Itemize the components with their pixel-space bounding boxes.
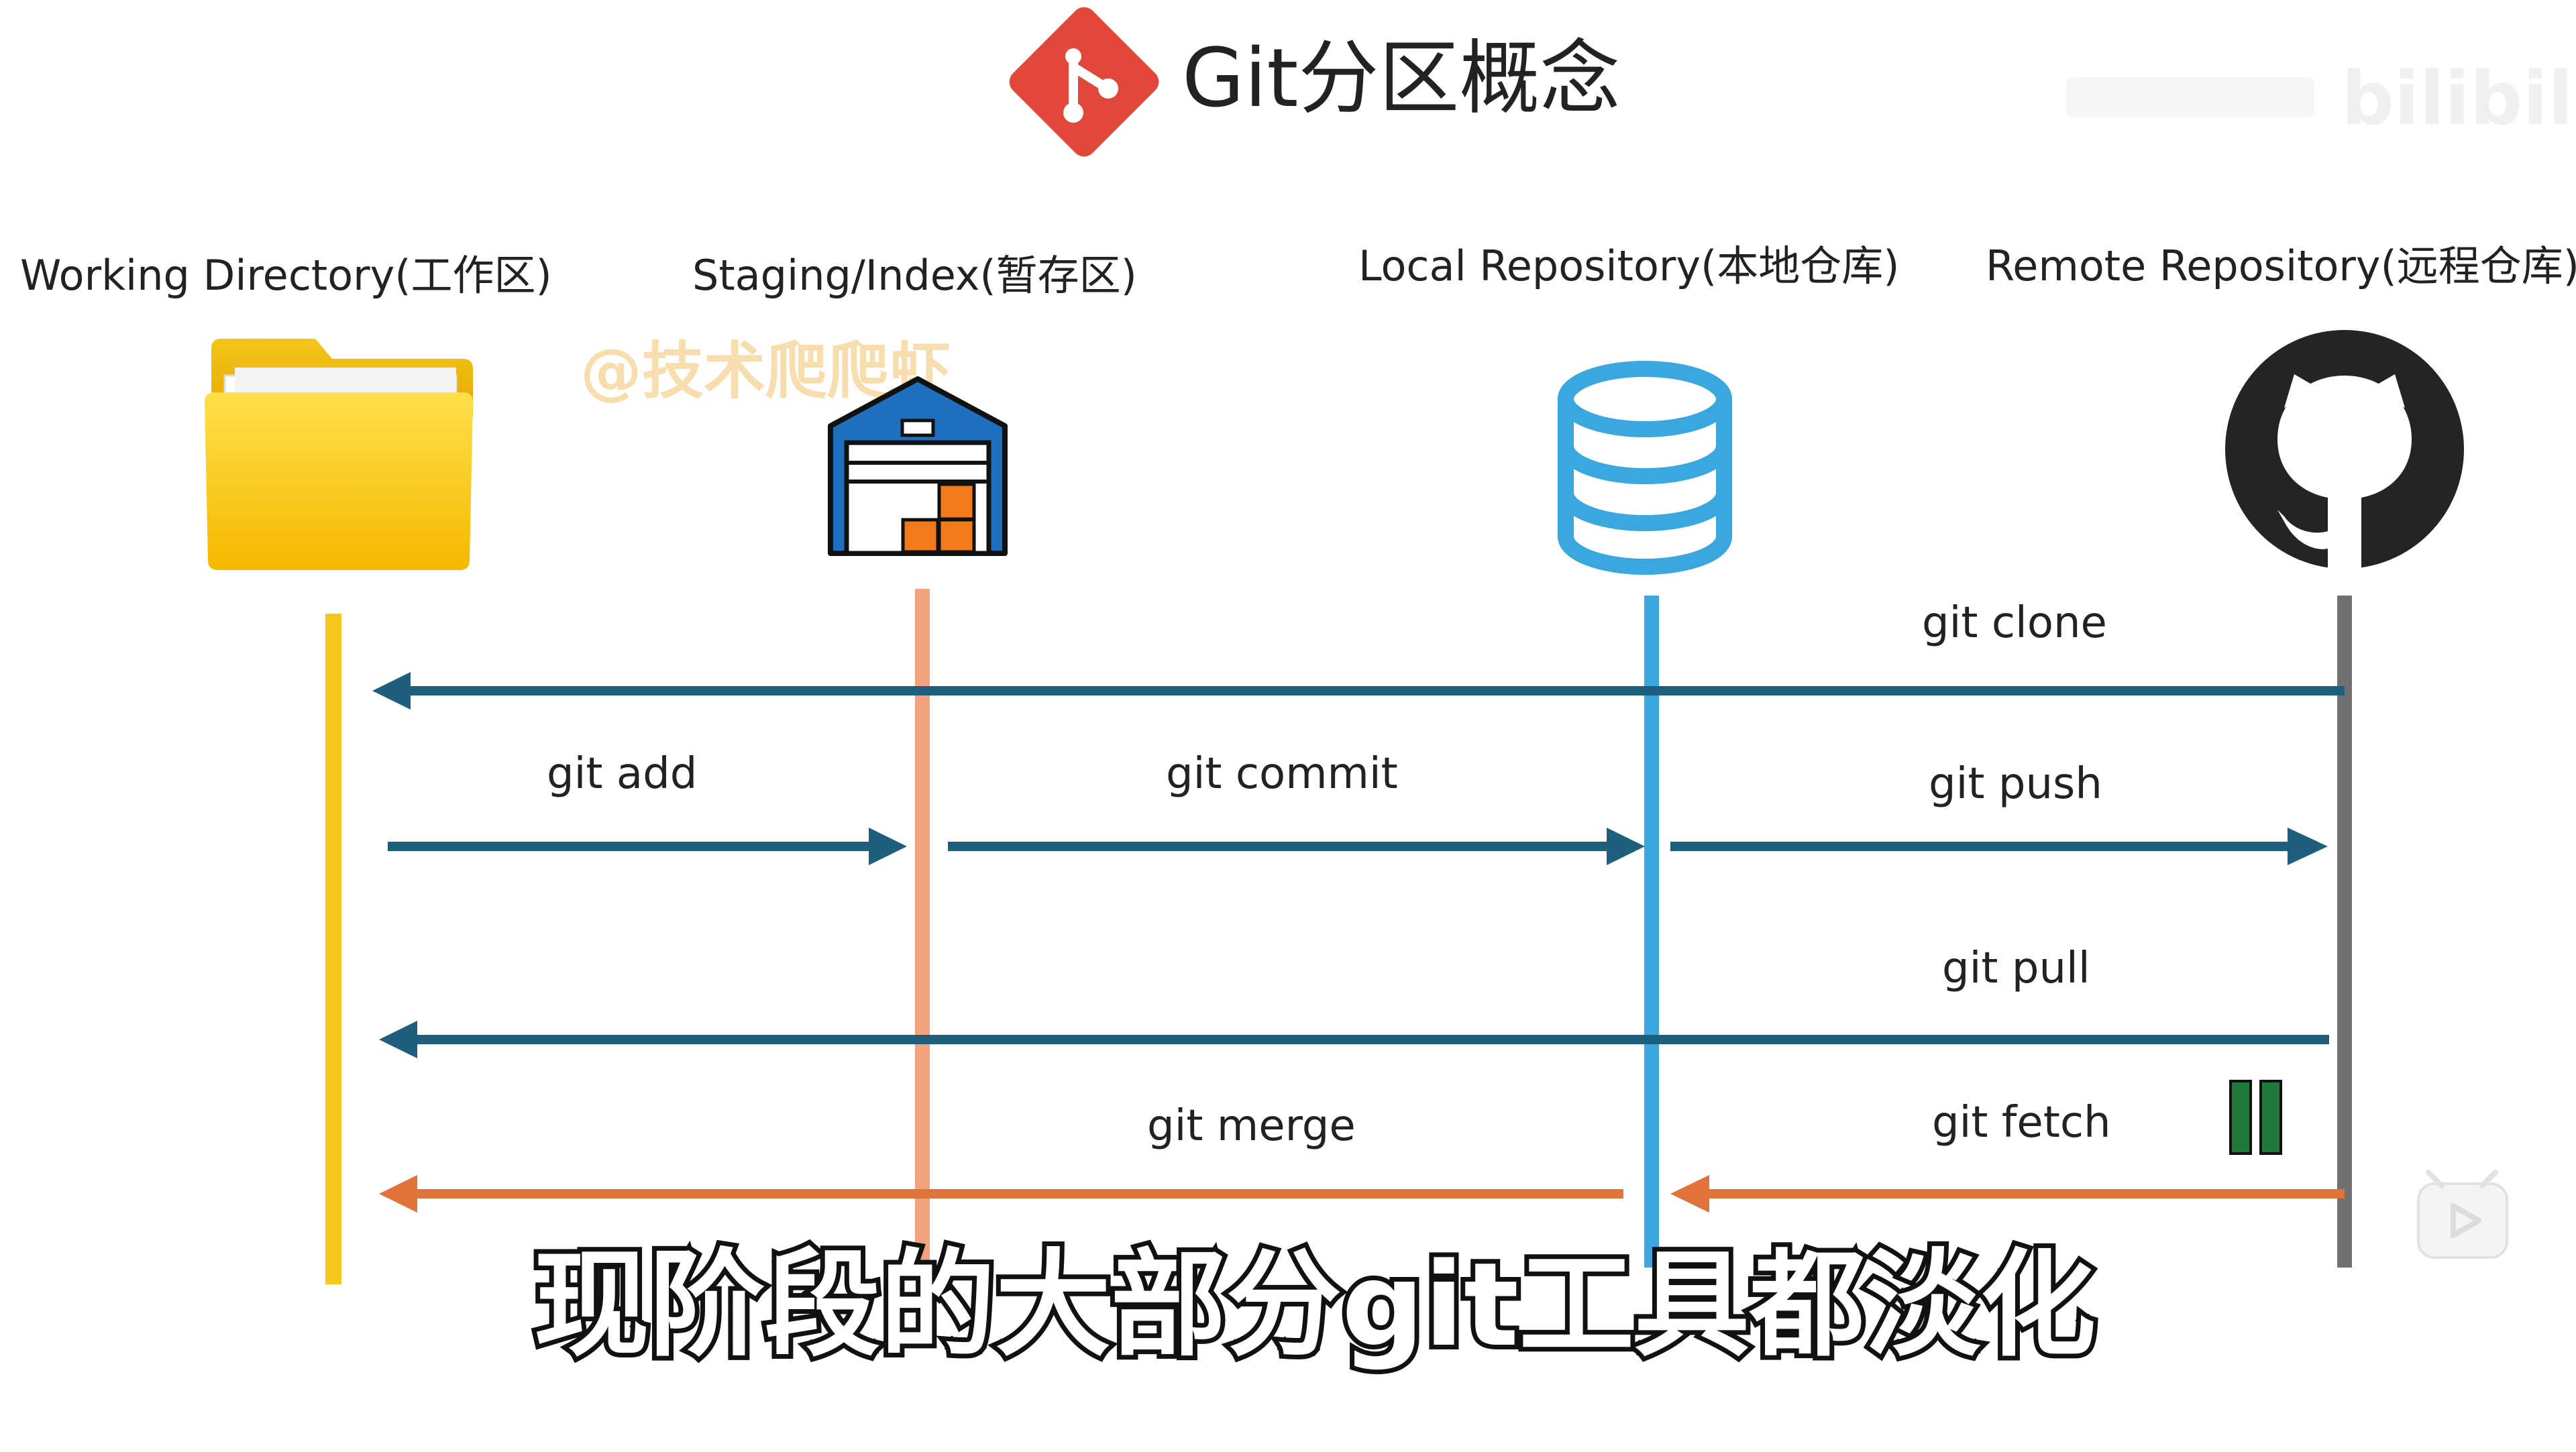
github-icon	[2225, 330, 2464, 569]
label-git-pull: git pull	[1942, 944, 2090, 993]
video-subtitle: 现阶段的大部分git工具都淡化	[534, 1237, 2096, 1372]
label-git-add: git add	[547, 749, 697, 799]
area-label-working-directory: Working Directory(工作区)	[20, 251, 552, 300]
arrow-git-commit	[948, 828, 1645, 865]
area-label-remote-repository: Remote Repository(远程仓库)	[1986, 241, 2576, 290]
bilibili-watermark: bilibili	[2066, 56, 2576, 142]
page-title: Git分区概念	[1182, 32, 1620, 125]
arrow-git-clone	[372, 672, 2345, 710]
warehouse-icon	[828, 376, 1008, 556]
arrow-git-pull	[379, 1021, 2329, 1058]
area-label-staging: Staging/Index(暂存区)	[692, 251, 1137, 300]
label-git-push: git push	[1929, 759, 2102, 809]
label-git-clone: git clone	[1922, 598, 2107, 648]
folder-icon	[205, 339, 473, 570]
arrow-git-push	[1670, 828, 2328, 865]
git-logo-icon	[1009, 7, 1159, 157]
label-git-merge: git merge	[1147, 1101, 1356, 1151]
label-git-commit: git commit	[1166, 749, 1398, 799]
arrow-git-fetch	[1670, 1175, 2345, 1213]
pause-icon[interactable]	[2229, 1080, 2282, 1155]
label-git-fetch: git fetch	[1932, 1098, 2111, 1148]
database-icon	[1558, 361, 1732, 575]
play-badge-icon[interactable]	[2417, 1170, 2508, 1259]
watermark-text: bilibili	[2341, 56, 2576, 142]
arrow-git-add	[388, 828, 907, 865]
arrow-git-merge	[379, 1175, 1623, 1213]
area-label-local-repository: Local Repository(本地仓库)	[1358, 241, 1899, 290]
